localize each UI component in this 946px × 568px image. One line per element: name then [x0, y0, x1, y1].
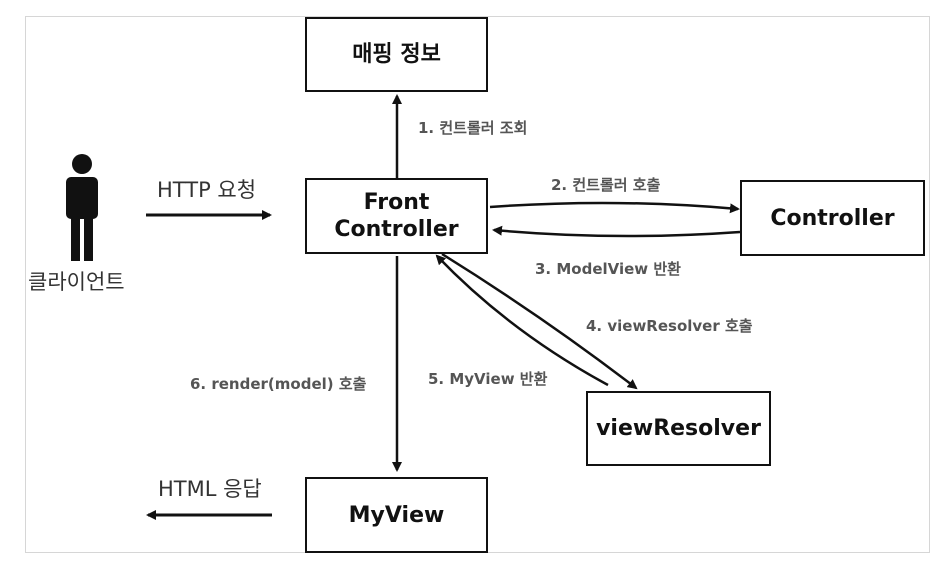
step4-label: 4. viewResolver 호출 [586, 317, 753, 335]
mapping-info-label: 매핑 정보 [352, 42, 441, 67]
step1-label: 1. 컨트롤러 조회 [418, 119, 528, 137]
step2-arrow [489, 201, 740, 214]
view-resolver-box: viewResolver [586, 391, 771, 466]
front-controller-label-line1: Front [363, 190, 430, 215]
front-controller-label-line2: Controller [334, 217, 459, 242]
step5-arrow [435, 254, 609, 387]
controller-label: Controller [770, 205, 895, 231]
view-resolver-label: viewResolver [596, 416, 761, 441]
step5-label: 5. MyView 반환 [428, 370, 548, 388]
controller-box: Controller [740, 180, 925, 256]
step6-label: 6. render(model) 호출 [190, 375, 367, 393]
http-request-label: HTTP 요청 [157, 178, 257, 202]
my-view-box: MyView [305, 477, 488, 553]
mapping-info-box: 매핑 정보 [305, 17, 488, 92]
html-response-label: HTML 응답 [158, 477, 262, 501]
step3-label: 3. ModelView 반환 [535, 260, 681, 278]
front-controller-box: Front Controller [305, 178, 488, 254]
client-label: 클라이언트 [28, 270, 125, 294]
step2-label: 2. 컨트롤러 호출 [551, 176, 661, 194]
diagram-frame [25, 16, 930, 553]
step3-arrow [492, 225, 741, 238]
step4-arrow [441, 252, 638, 390]
my-view-label: MyView [348, 502, 445, 528]
person-icon [66, 154, 98, 261]
